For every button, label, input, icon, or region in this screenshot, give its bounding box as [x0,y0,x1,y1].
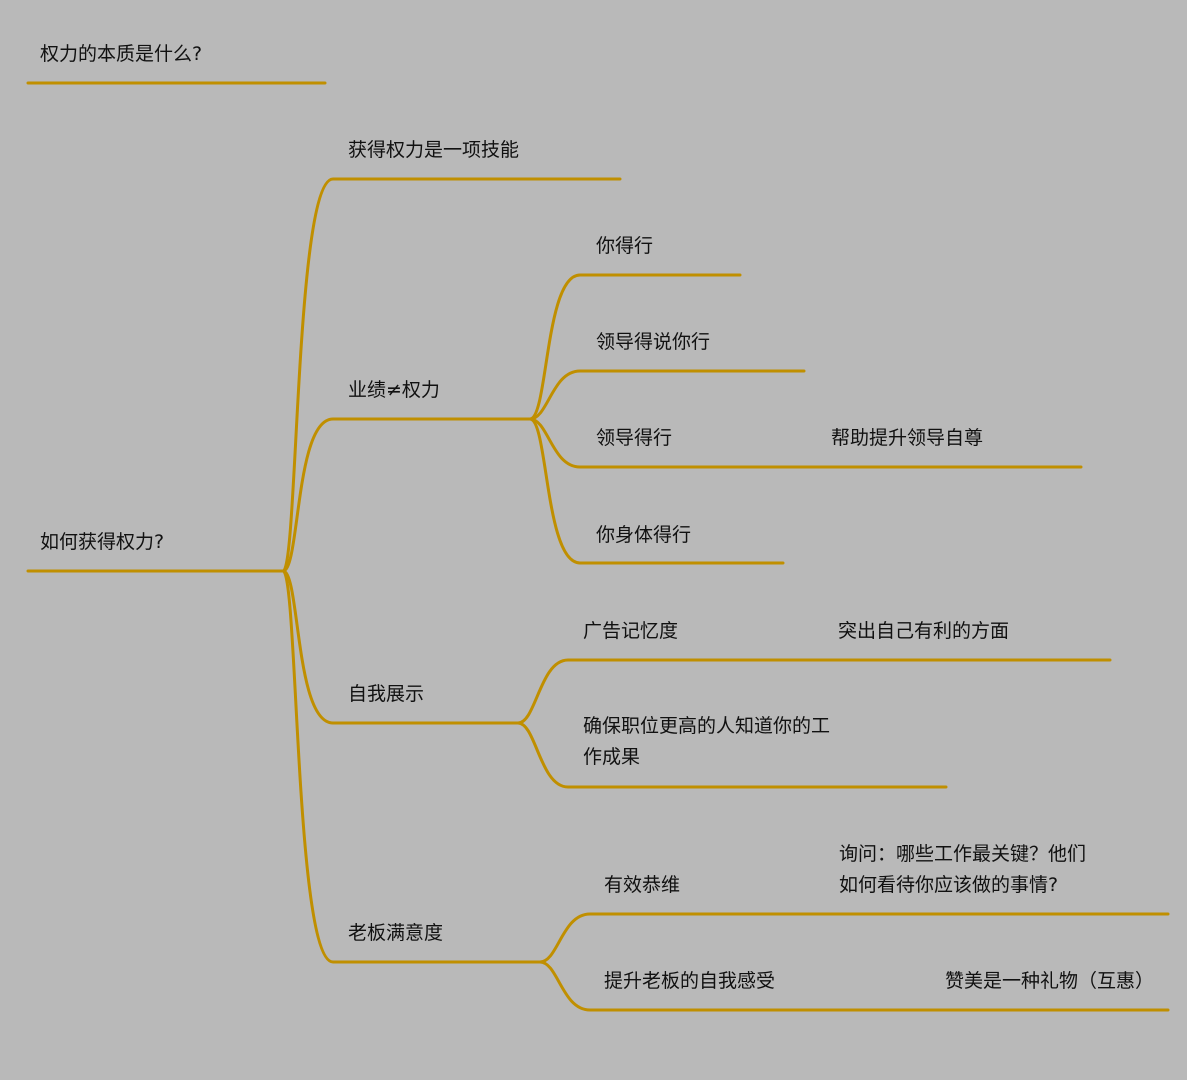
subtopic-note[interactable]: 询问：哪些工作最关键？他们 如何看待你应该做的事情? [839,839,1086,901]
subtopic[interactable]: 提升老板的自我感受 [604,970,776,992]
connector [528,417,1083,469]
root-topic[interactable]: 如何获得权力? [40,531,165,553]
note-line: 询问：哪些工作最关键？他们 [839,843,1087,865]
floating-topic[interactable]: 权力的本质是什么? [40,43,203,65]
connector [281,177,622,573]
subtopic[interactable]: 你身体得行 [596,524,692,546]
connector [281,569,542,964]
subtopic-line: 确保职位更高的人知道你的工 [583,715,831,737]
connector [516,658,1112,725]
topic-performance[interactable]: 业绩≠权力 [348,379,440,401]
connector [528,417,785,565]
topic-boss-satisfaction[interactable]: 老板满意度 [348,922,444,944]
subtopic[interactable]: 领导得行 [596,427,673,449]
connector [516,721,948,789]
connector [538,912,1170,964]
subtopic-line: 作成果 [583,746,641,768]
subtopic[interactable]: 确保职位更高的人知道你的工 作成果 [583,711,830,773]
connector [281,569,520,725]
subtopic-note[interactable]: 突出自己有利的方面 [838,620,1010,642]
subtopic[interactable]: 领导得说你行 [596,331,711,353]
topic-self-presentation[interactable]: 自我展示 [348,683,425,705]
connector [281,417,532,573]
connector [528,273,742,421]
subtopic-note[interactable]: 赞美是一种礼物（互惠） [945,970,1155,992]
subtopic[interactable]: 有效恭维 [604,874,681,896]
subtopic[interactable]: 你得行 [596,235,654,257]
connector [528,369,806,421]
subtopic-note[interactable]: 帮助提升领导自尊 [831,427,984,449]
topic-skill[interactable]: 获得权力是一项技能 [348,139,520,161]
note-line: 如何看待你应该做的事情? [839,874,1059,896]
connector [538,960,1170,1012]
subtopic[interactable]: 广告记忆度 [583,620,679,642]
